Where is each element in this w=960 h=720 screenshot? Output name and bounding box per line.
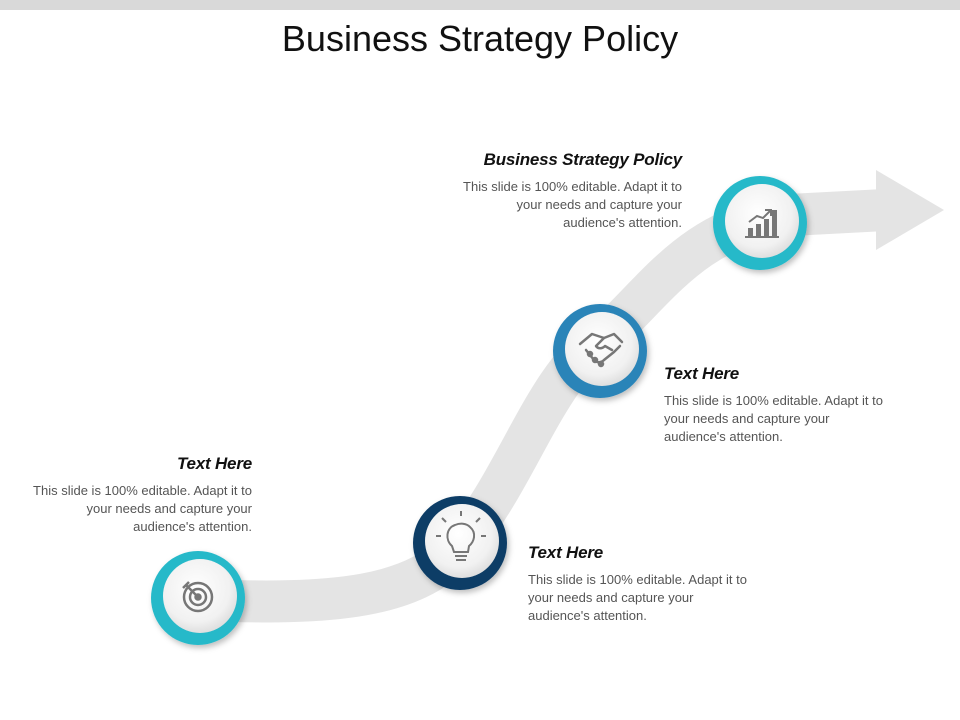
top-bar [0, 0, 960, 10]
step-1-node [151, 551, 245, 645]
step-2-node [413, 496, 507, 590]
step-4-text: Business Strategy Policy This slide is 1… [452, 150, 682, 232]
target-icon [182, 581, 214, 613]
curved-arrow [199, 170, 944, 623]
step-3-text: Text Here This slide is 100% editable. A… [664, 364, 894, 446]
step-3-body: This slide is 100% editable. Adapt it to… [664, 393, 883, 444]
step-4-heading: Business Strategy Policy [483, 150, 683, 169]
step-3-node [553, 304, 647, 398]
handshake-icon [578, 332, 624, 368]
bar-chart-growth-icon [745, 209, 779, 238]
step-2-text: Text Here This slide is 100% editable. A… [528, 543, 758, 625]
lightbulb-icon [436, 511, 486, 561]
step-1-heading: Text Here [176, 454, 252, 473]
step-4-body: This slide is 100% editable. Adapt it to… [463, 179, 682, 230]
step-3-heading: Text Here [664, 364, 740, 383]
step-4-node [713, 176, 807, 270]
page-title: Business Strategy Policy [281, 18, 679, 59]
step-2-heading: Text Here [528, 543, 604, 562]
step-1-body: This slide is 100% editable. Adapt it to… [33, 483, 252, 534]
step-2-body: This slide is 100% editable. Adapt it to… [528, 572, 747, 623]
step-1-text: Text Here This slide is 100% editable. A… [22, 454, 252, 536]
